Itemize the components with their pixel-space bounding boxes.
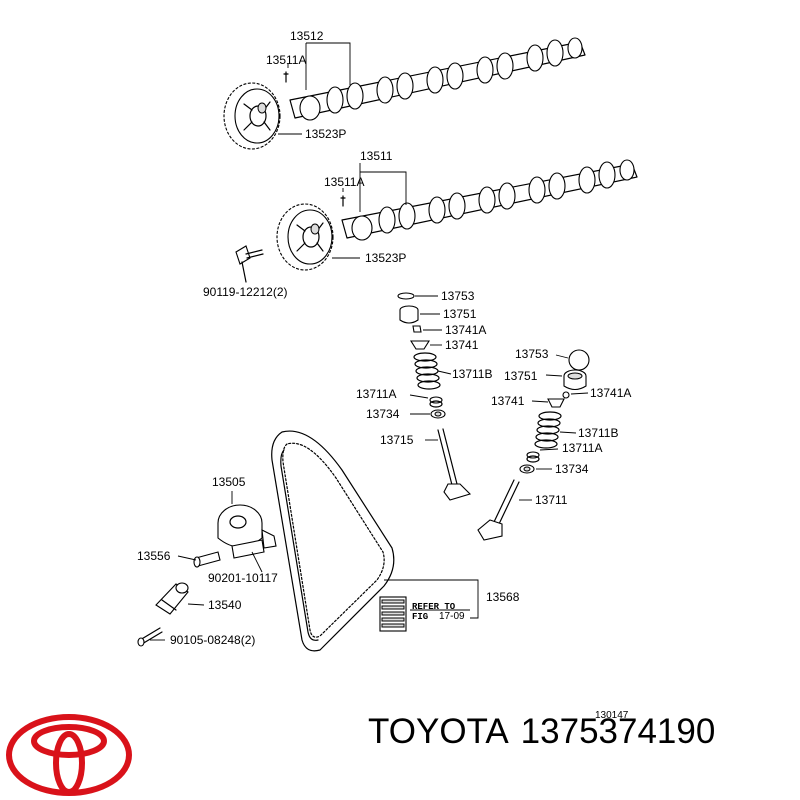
bolt-pulley-group: 90119-12212(2) [203,245,288,299]
leaders-belt [384,579,479,619]
camshaft-exhaust-group: 13512 13511A 13523P [223,29,586,150]
label-camshaft-intake: 13511 [360,149,393,163]
seat-right-drawing [526,451,540,463]
pin-intake-drawing [340,195,346,207]
label-valve-left: 13715 [380,433,414,447]
tensioner-drawing [155,582,189,615]
valve-assembly-right: 13753 13751 13741A 13741 13711B 13711A 1… [477,347,631,541]
label-seal-right: 13734 [555,462,589,476]
leaders-intake [332,163,407,259]
valve-assembly-left: 13753 13751 13741A 13741 13711B 13711A 1… [356,289,492,501]
spring-left-drawing [413,352,441,390]
pulley-intake-drawing [276,203,334,271]
label-seat-right: 13711A [562,441,602,455]
pin-exhaust-drawing [283,71,289,83]
label-refer-to: REFER TO [412,602,456,612]
label-valve-right: 13711 [535,493,568,507]
label-shim-right: 13753 [515,347,549,361]
valve-left-drawing [437,428,472,501]
camshaft-intake-group: 13511 13511A 13523P [276,149,638,271]
label-spring-left: 13711B [452,367,492,381]
lifter-left-drawing [399,305,419,324]
label-pulley-exhaust: 13523P [305,127,346,141]
timing-belt-group: REFER TO FIG 17-09 13568 [271,430,520,652]
valve-right-drawing [477,479,520,541]
label-spring-right: 13711B [578,426,618,440]
label-idler-pin: 13556 [137,549,171,563]
idler-pulley-drawing [217,504,277,559]
retainer-left-drawing [410,340,430,350]
bolt-pulley-drawing [235,245,264,283]
label-pin-intake: 13511A [324,175,364,189]
shim-left-drawing [397,292,415,300]
bolt-tensioner-drawing [137,627,163,647]
seal-left-drawing [430,409,446,419]
part-number: 1375374190 [520,712,716,751]
label-pulley-intake: 13523P [365,251,406,265]
lifter-right-drawing [563,369,587,391]
keeper-left-drawing [412,325,422,333]
idler-tensioner-group: 13505 13556 90201-10117 13540 90105-0824… [137,475,278,647]
leaders-idler [150,491,263,641]
spring-right-drawing [534,411,562,449]
pulley-exhaust-drawing [223,82,281,150]
label-tensioner: 13540 [208,598,242,612]
camshaft-intake-drawing [341,159,638,241]
leaders-valve-left [409,295,452,441]
label-pin-exhaust: 13511A [266,53,306,67]
label-bolt-idler: 90201-10117 [208,571,278,585]
diagram-number: 130147 [595,710,629,721]
brand-name: TOYOTA [368,712,509,751]
label-timing-belt: 13568 [486,590,520,604]
label-keeper-right: 13741A [590,386,631,400]
leaders-valve-right [519,354,589,501]
label-bolt-tensioner: 90105-08248(2) [170,633,255,647]
label-fig-number: 17-09 [439,611,465,622]
toyota-logo-icon [6,714,132,796]
idler-pin-drawing [193,551,221,568]
label-lifter-right: 13751 [504,369,538,383]
label-shim-left: 13753 [441,289,475,303]
label-seal-left: 13734 [366,407,400,421]
shim-right-drawing [568,349,590,371]
label-idler-pulley: 13505 [212,475,246,489]
refer-to-fig-box [379,596,470,632]
label-lifter-left: 13751 [443,307,477,321]
keeper-right-drawing [562,391,570,399]
camshaft-exhaust-drawing [289,37,586,121]
footer-brand: TOYOTA 1375374190 [368,712,727,752]
timing-belt-drawing [271,430,395,652]
label-fig: FIG [412,612,428,622]
label-keeper-left: 13741A [445,323,486,337]
seat-left-drawing [429,396,443,408]
retainer-right-drawing [547,398,565,408]
label-camshaft-exhaust: 13512 [290,29,324,43]
leaders-exhaust [278,42,351,135]
label-retainer-left: 13741 [445,338,479,352]
seal-right-drawing [519,464,535,474]
label-seat-left: 13711A [356,387,396,401]
label-retainer-right: 13741 [491,394,525,408]
label-bolt-pulley: 90119-12212(2) [203,285,288,299]
